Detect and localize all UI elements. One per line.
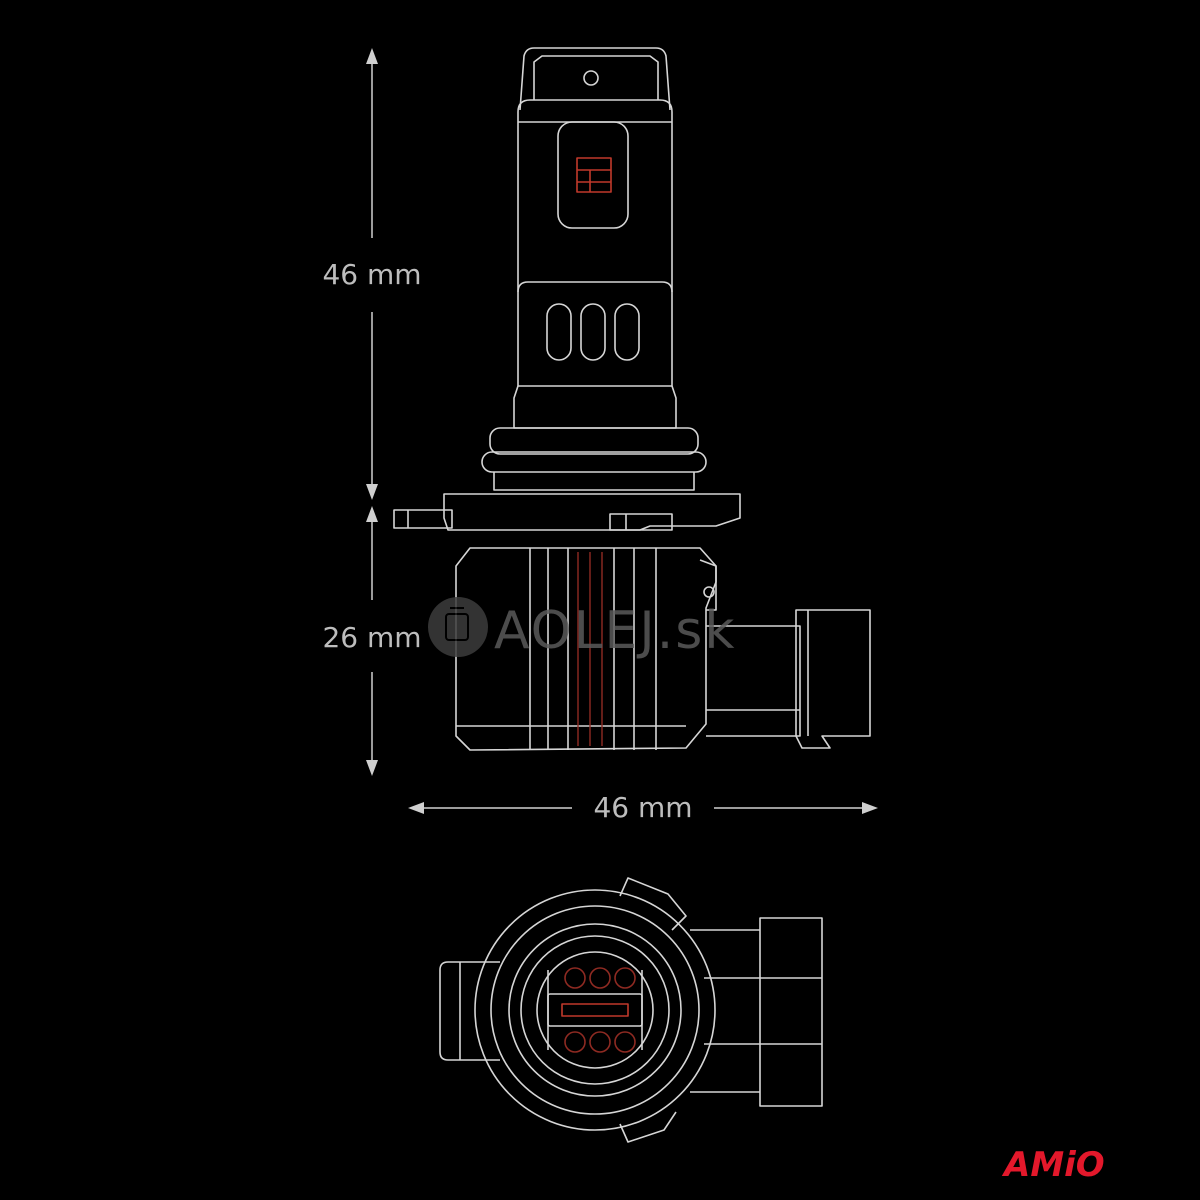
bulb-ring-lower bbox=[493, 472, 695, 491]
top-view-left-tab bbox=[439, 961, 500, 1061]
upper-arrow-top bbox=[366, 48, 378, 64]
bulb-top-cap-inner bbox=[533, 55, 659, 100]
oil-can-icon bbox=[445, 607, 469, 641]
bulb-oring bbox=[481, 451, 707, 473]
led-chip bbox=[576, 157, 612, 193]
top-view-connector-arm bbox=[690, 929, 760, 1093]
base-latch bbox=[699, 559, 717, 611]
brand-logo-text: AMiO bbox=[1001, 1145, 1105, 1185]
width-label: 46 mm bbox=[593, 791, 692, 824]
flange-tab-left bbox=[393, 509, 453, 529]
flange-tab-right bbox=[609, 513, 673, 531]
watermark-icon bbox=[428, 597, 488, 657]
width-arrow-left bbox=[408, 802, 424, 814]
bulb-side-view bbox=[393, 47, 871, 751]
top-view-outer-ring bbox=[474, 889, 716, 1131]
bulb-body bbox=[517, 99, 673, 387]
lower-arrow-top bbox=[366, 506, 378, 522]
bulb-collar bbox=[489, 427, 699, 455]
top-view-top-tab bbox=[619, 877, 687, 931]
led-window bbox=[557, 121, 629, 229]
top-view-ring-3 bbox=[508, 923, 682, 1097]
top-view-led-dots bbox=[564, 967, 636, 1053]
heat-slot-3 bbox=[614, 303, 640, 361]
heat-slot-2 bbox=[580, 303, 606, 361]
bulb-body-lower bbox=[517, 281, 673, 293]
connector-neck bbox=[706, 625, 801, 737]
upper-arrow-bottom bbox=[366, 484, 378, 500]
top-view-ring-4 bbox=[520, 935, 670, 1085]
amio-logo: AMiO bbox=[1001, 1145, 1105, 1185]
top-view-ring-2 bbox=[490, 905, 700, 1115]
upper-height-label: 46 mm bbox=[322, 258, 421, 291]
top-view-ring-5 bbox=[536, 951, 654, 1069]
top-view-bottom-tab bbox=[619, 1111, 677, 1143]
lower-arrow-bottom bbox=[366, 760, 378, 776]
top-view-led-strip bbox=[561, 1003, 629, 1017]
connector-plug bbox=[795, 609, 871, 749]
base-red-rods bbox=[577, 552, 603, 746]
lower-height-label: 26 mm bbox=[322, 621, 421, 654]
base-latch-pin bbox=[703, 586, 715, 598]
top-view-connector bbox=[759, 917, 823, 1107]
bulb-flange bbox=[443, 493, 741, 531]
heat-slot-1 bbox=[546, 303, 572, 361]
bulb-top-view bbox=[439, 877, 823, 1143]
width-arrow-right bbox=[862, 802, 878, 814]
bulb-top-hole bbox=[583, 70, 599, 86]
dimension-lines bbox=[366, 48, 878, 814]
bulb-neck bbox=[513, 385, 677, 429]
base-housing bbox=[455, 547, 717, 751]
watermark: AOLEJ.sk bbox=[428, 597, 736, 661]
bulb-top-cap bbox=[519, 47, 671, 111]
watermark-text: AOLEJ.sk bbox=[494, 601, 736, 661]
